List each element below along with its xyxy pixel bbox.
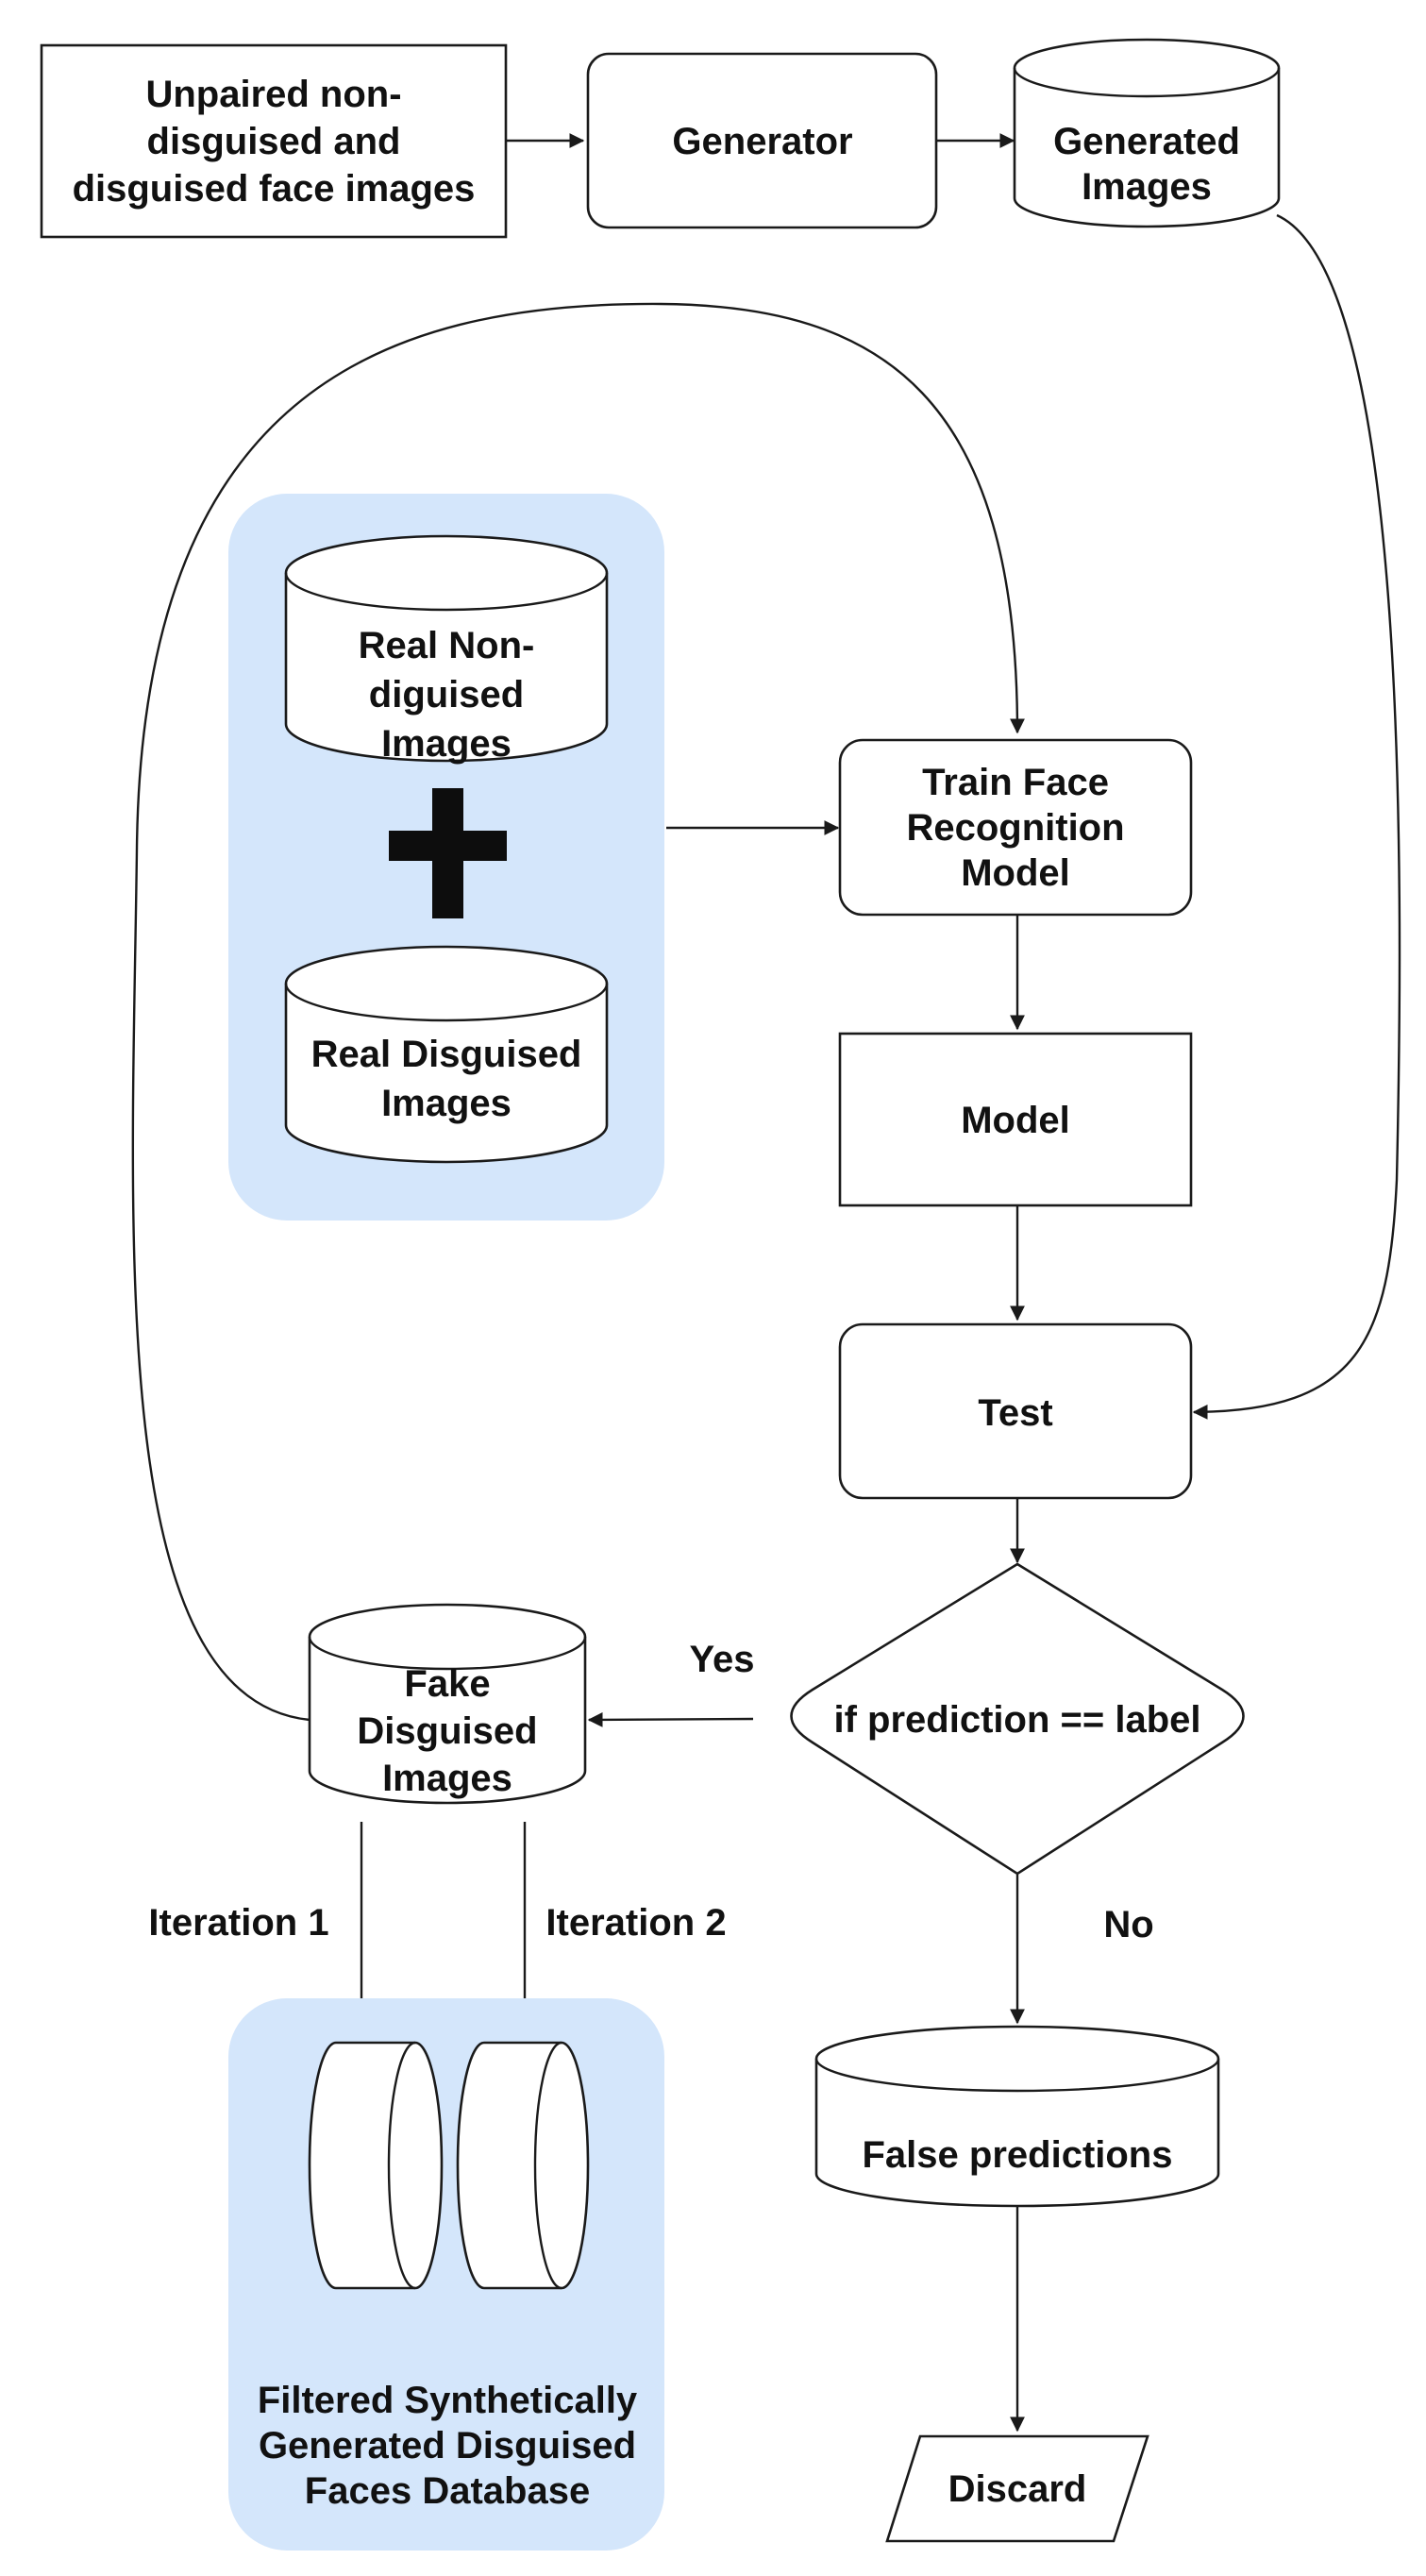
no-edge-label: No bbox=[1103, 1904, 1153, 1945]
label-line: Model bbox=[961, 1100, 1070, 1141]
decision-diamond bbox=[790, 1562, 1245, 1876]
label-line: Recognition bbox=[906, 807, 1124, 849]
label-line: Disguised bbox=[357, 1710, 537, 1752]
filtered-database-disk-2 bbox=[456, 2041, 590, 2290]
label-line: disguised face images bbox=[73, 168, 476, 210]
label-line: Images bbox=[381, 723, 512, 765]
label-line: Filtered Synthetically bbox=[258, 2380, 638, 2421]
label-line: Generated bbox=[1053, 121, 1240, 162]
generator-label: Generator bbox=[672, 121, 852, 162]
decision-label: if prediction == label bbox=[834, 1699, 1201, 1741]
generator-box bbox=[586, 52, 938, 229]
label-line: Faces Database bbox=[305, 2470, 590, 2512]
label-line: Test bbox=[978, 1392, 1052, 1434]
false-predictions-database bbox=[814, 2025, 1220, 2208]
iteration-2-label: Iteration 2 bbox=[545, 1902, 726, 1944]
edge-fake-loop-to-train bbox=[131, 302, 1025, 1722]
iteration-1-label: Iteration 1 bbox=[148, 1902, 328, 1944]
train-model-box bbox=[838, 738, 1193, 917]
input-label: Unpaired non-disguised and disguised face… bbox=[73, 74, 476, 210]
model-box bbox=[838, 1032, 1193, 1207]
real-non-disguised-database bbox=[284, 534, 609, 763]
label-line: Generator bbox=[672, 121, 852, 162]
label-line: diguised bbox=[369, 674, 524, 716]
label-line: Images bbox=[381, 1083, 512, 1124]
label-line: Real Disguised bbox=[311, 1034, 582, 1075]
test-label: Test bbox=[978, 1392, 1052, 1434]
label-line: Fake bbox=[404, 1663, 490, 1705]
label-line: Discard bbox=[948, 2468, 1087, 2510]
label-line: False predictions bbox=[863, 2134, 1173, 2176]
label-line: Generated Disguised bbox=[259, 2425, 636, 2467]
edge-generated-to-test bbox=[1192, 213, 1401, 1420]
edge-decision-yes-to-fake bbox=[587, 1711, 754, 1727]
label-line: Images bbox=[382, 1758, 512, 1799]
filtered-database-disk-1 bbox=[308, 2041, 444, 2290]
discard-parallelogram bbox=[885, 2434, 1149, 2543]
real-disguised-database bbox=[284, 945, 609, 1164]
label-line: Real Non- bbox=[359, 625, 535, 666]
test-box bbox=[838, 1322, 1193, 1500]
yes-edge-label: Yes bbox=[690, 1639, 755, 1680]
discard-label: Discard bbox=[948, 2468, 1087, 2510]
false-predictions-label: False predictions bbox=[863, 2134, 1173, 2176]
plus-icon bbox=[389, 788, 507, 918]
label-line: Model bbox=[961, 852, 1070, 894]
filtered-database-group bbox=[228, 1998, 664, 2551]
generated-images-database bbox=[1013, 38, 1281, 228]
fake-disguised-database bbox=[308, 1603, 587, 1805]
input-box bbox=[40, 43, 508, 239]
label-line: if prediction == label bbox=[834, 1699, 1201, 1741]
label-line: Train Face bbox=[922, 762, 1109, 803]
label-line: Unpaired non- bbox=[145, 74, 401, 115]
label-line: Images bbox=[1082, 166, 1212, 208]
model-label: Model bbox=[961, 1100, 1070, 1141]
label-line: disguised and bbox=[147, 121, 401, 162]
